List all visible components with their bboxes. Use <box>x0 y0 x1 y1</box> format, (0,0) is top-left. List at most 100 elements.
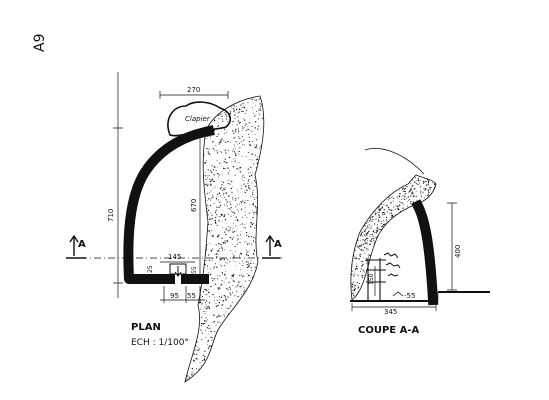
stipple-dot <box>233 280 235 283</box>
stipple-dot <box>220 285 222 286</box>
stipple-dot <box>366 262 367 264</box>
stipple-dot <box>225 113 227 116</box>
stipple-dot <box>366 242 368 243</box>
stipple-dot <box>356 269 358 270</box>
stipple-dot <box>363 243 365 245</box>
stipple-dot <box>216 152 219 154</box>
stipple-dot <box>357 287 359 289</box>
stipple-dot <box>224 273 226 275</box>
stipple-dot <box>405 185 407 187</box>
stipple-dot <box>382 211 385 214</box>
stipple-dot <box>367 249 369 251</box>
stipple-dot <box>200 329 202 331</box>
stipple-dot <box>361 235 363 237</box>
stipple-dot <box>201 359 204 362</box>
stipple-dot <box>215 263 217 265</box>
stipple-dot <box>221 214 223 217</box>
stipple-dot <box>206 284 208 286</box>
stipple-dot <box>368 224 370 226</box>
stipple-dot <box>245 206 246 208</box>
stipple-dot <box>235 286 237 288</box>
stipple-dot <box>353 281 355 283</box>
stipple-dot <box>222 174 224 176</box>
stipple-dot <box>210 219 212 221</box>
stipple-dot <box>243 190 245 192</box>
stipple-dot <box>384 223 386 225</box>
stipple-dot <box>231 228 233 230</box>
stipple-dot <box>361 267 363 269</box>
stipple-dot <box>238 286 240 288</box>
stipple-dot <box>232 257 234 259</box>
stipple-dot <box>205 293 207 295</box>
stipple-dot <box>233 255 235 257</box>
stipple-dot <box>247 169 249 171</box>
stipple-dot <box>237 295 239 298</box>
stipple-dot <box>357 268 359 270</box>
stipple-dot <box>425 195 427 196</box>
stipple-dot <box>255 181 257 183</box>
dim-line-width-top <box>159 91 229 99</box>
stipple-dot <box>227 161 229 163</box>
stipple-dot <box>245 280 247 282</box>
stipple-dot <box>254 205 257 208</box>
stipple-dot <box>213 266 215 268</box>
section-mark-right: A <box>274 239 282 250</box>
stipple-dot <box>435 183 437 185</box>
stipple-dot <box>203 358 205 361</box>
stipple-dot <box>362 239 364 241</box>
stipple-dot <box>377 211 379 213</box>
stipple-dot <box>218 254 220 256</box>
stipple-dot <box>192 372 194 374</box>
stipple-dot <box>411 192 414 194</box>
dim-bottom-left: 95 <box>170 292 179 300</box>
stipple-dot <box>213 203 215 204</box>
stipple-dot <box>420 179 421 181</box>
stipple-dot <box>255 99 257 101</box>
stipple-dot <box>218 122 220 124</box>
stipple-dot <box>210 285 212 288</box>
stipple-dot <box>242 130 244 131</box>
stipple-dot <box>230 294 232 296</box>
stipple-dot <box>237 234 239 237</box>
stipple-dot <box>218 250 220 252</box>
stipple-dot <box>240 285 242 288</box>
stipple-dot <box>238 150 240 153</box>
stipple-dot <box>353 257 355 259</box>
stipple-dot <box>403 198 404 200</box>
stipple-dot <box>211 179 213 181</box>
stipple-dot <box>232 276 234 278</box>
stipple-dot <box>234 153 236 155</box>
stipple-dot <box>226 240 228 242</box>
stipple-dot <box>229 157 231 159</box>
stipple-dot <box>410 190 412 192</box>
stipple-dot <box>377 213 379 215</box>
stipple-dot <box>257 125 260 127</box>
stipple-dot <box>235 265 236 267</box>
stipple-dot <box>243 183 245 185</box>
stipple-dot <box>213 278 215 280</box>
stipple-dot <box>373 219 374 220</box>
stipple-dot <box>388 196 390 198</box>
stipple-dot <box>393 197 395 200</box>
stipple-dot <box>231 161 232 163</box>
stipple-dot <box>227 259 229 261</box>
stipple-dot <box>209 205 211 207</box>
stipple-dot <box>229 208 231 210</box>
stipple-dot <box>360 245 362 247</box>
stipple-dot <box>214 254 216 255</box>
stipple-dot <box>213 119 216 121</box>
stipple-dot <box>223 281 225 283</box>
stipple-dot <box>228 230 230 232</box>
section-mark-left-arrow <box>66 234 86 259</box>
stipple-dot <box>241 253 243 254</box>
stipple-dot <box>205 321 207 323</box>
stipple-dot <box>351 296 353 298</box>
dim-line-height-left <box>113 72 123 298</box>
stipple-dot <box>374 211 376 213</box>
stipple-dot <box>220 296 223 298</box>
stipple-dot <box>238 153 240 155</box>
stipple-dot <box>209 153 211 155</box>
stipple-dot <box>386 204 388 206</box>
stipple-dot <box>373 239 375 241</box>
stipple-dot <box>196 357 198 359</box>
